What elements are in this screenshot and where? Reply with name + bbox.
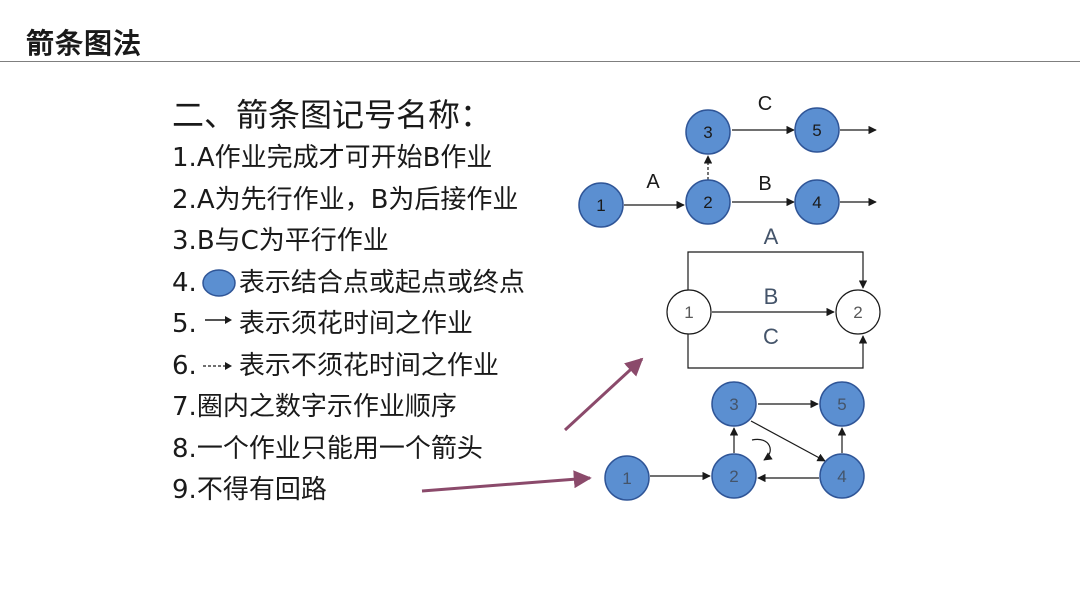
rule-text: A为先行作业，B为后接作业	[196, 184, 519, 215]
rule-number: 2.	[172, 184, 197, 215]
header: 箭条图法	[0, 0, 1080, 62]
rule-number: 6.	[172, 350, 197, 381]
rule-text: 表示结合点或起点或终点	[238, 267, 525, 298]
node-2-label: 2	[729, 467, 738, 486]
edge-a-label: A	[646, 171, 660, 193]
node-1	[666, 289, 712, 335]
rule-item-1: 1. A作业完成才可开始B作业	[172, 138, 592, 180]
node-3	[711, 381, 757, 427]
node-4	[819, 453, 865, 499]
node-3-label: 3	[729, 395, 738, 414]
rule-text: B与C为平行作业	[196, 226, 389, 256]
node-2-label: 2	[703, 193, 712, 212]
rule-list: 1. A作业完成才可开始B作业 2. A为先行作业，B为后接作业 3. B与C为…	[172, 138, 592, 512]
rule-item-9: 9.不得有回路	[172, 470, 592, 512]
rule-item-3: 3. B与C为平行作业	[172, 221, 592, 263]
rule-text: 表示须花时间之作业	[238, 309, 473, 339]
node-5	[819, 381, 865, 427]
edge-a-label: A	[764, 224, 779, 249]
rule-text: A作业完成才可开始B作业	[196, 143, 493, 173]
header-divider	[0, 61, 1080, 62]
node-2	[711, 453, 757, 499]
node-1-label: 1	[596, 196, 605, 215]
rules-section: 二、箭条图记号名称： 1. A作业完成才可开始B作业 2. A为先行作业，B为后…	[172, 96, 592, 512]
diagram-parallel: 1 2 A B C	[666, 224, 881, 369]
rule-item-7: 7.圈内之数字示作业顺序	[172, 387, 592, 429]
diagram-sequential: 1 2 3 4 5 A B C	[578, 93, 877, 228]
rule-text: 表示不须花时间之作业	[238, 350, 499, 381]
rule-number: 5.	[172, 309, 197, 339]
rule-item-6: 6. 表示不须花时间之作业	[172, 346, 592, 388]
page-title: 箭条图法	[26, 27, 143, 60]
node-4-label: 4	[837, 467, 846, 486]
dashed-arrow-icon	[199, 351, 237, 381]
node-2	[835, 289, 881, 335]
edge-b-label: B	[764, 284, 779, 309]
rule-number: 3.	[172, 226, 197, 256]
rule-text: 圈内之数字示作业顺序	[196, 392, 457, 422]
node-1-label: 1	[622, 469, 631, 488]
node-5	[794, 107, 840, 153]
node-5-label: 5	[812, 121, 821, 140]
rule-item-8: 8.一个作业只能用一个箭头	[172, 429, 592, 471]
edge-c	[687, 334, 868, 369]
node-1	[604, 455, 650, 501]
rule-number: 1.	[172, 143, 197, 173]
rule-item-4: 4. 表示结合点或起点或终点	[172, 263, 592, 305]
node-circle-icon	[199, 268, 237, 298]
rule-item-5: 5. 表示须花时间之作业	[172, 304, 592, 346]
rule-number: 4.	[172, 267, 197, 298]
edge-a	[687, 251, 868, 290]
node-4	[794, 179, 840, 225]
rule-number: 9.	[172, 475, 197, 505]
rule-text: 不得有回路	[196, 475, 327, 505]
diagram-loop: 1 2 3 4 5	[604, 381, 865, 501]
rule-number: 7.	[172, 392, 197, 422]
node-3-label: 3	[703, 123, 712, 142]
solid-arrow-icon	[199, 310, 237, 340]
rule-number: 8.	[172, 433, 197, 464]
edge-3-4	[750, 420, 826, 462]
node-1-label: 1	[684, 303, 693, 322]
node-2	[685, 179, 731, 225]
node-5-label: 5	[837, 395, 846, 414]
node-4-label: 4	[812, 193, 821, 212]
node-2-label: 2	[853, 303, 862, 322]
rule-text: 一个作业只能用一个箭头	[196, 433, 483, 464]
loop-back-arrow	[751, 438, 773, 461]
section-subtitle: 二、箭条图记号名称：	[172, 96, 493, 134]
edge-c-label: C	[763, 324, 779, 349]
node-3	[685, 109, 731, 155]
edge-b-label: B	[758, 173, 771, 195]
rule-item-2: 2. A为先行作业，B为后接作业	[172, 180, 592, 222]
edge-c-label: C	[758, 93, 772, 115]
